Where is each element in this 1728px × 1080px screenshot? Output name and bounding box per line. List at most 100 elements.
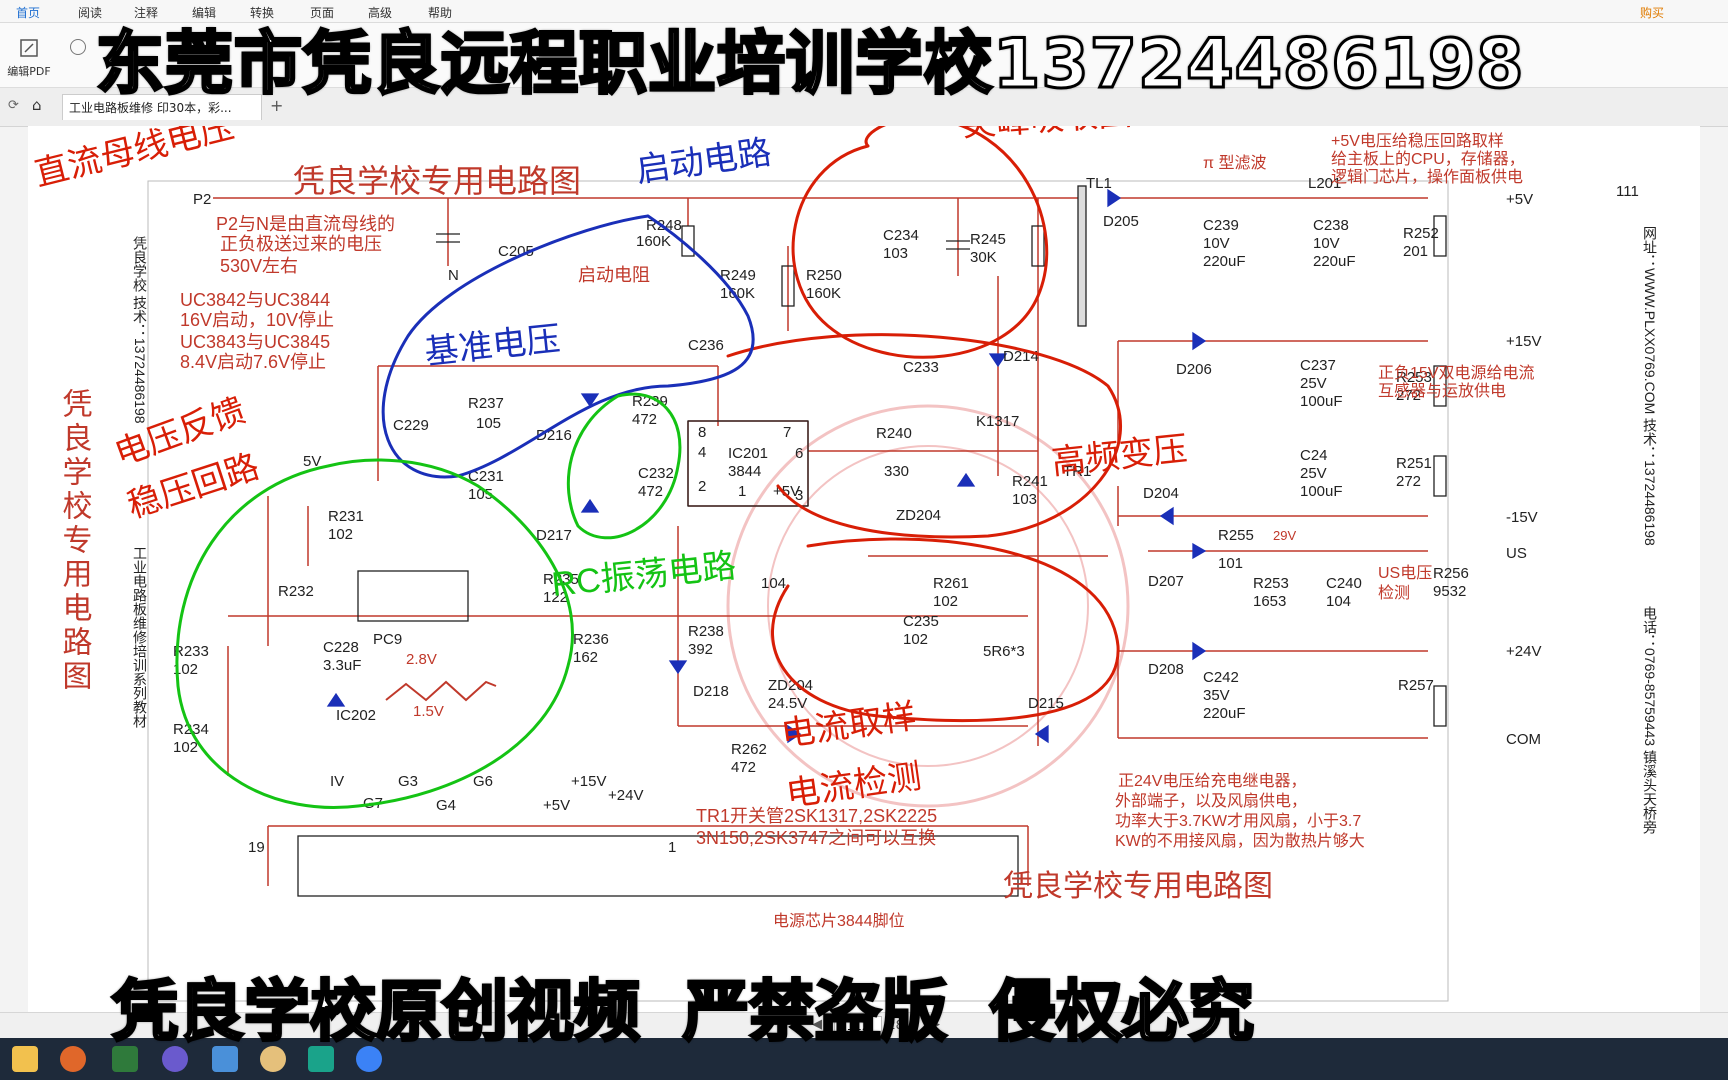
label-g3: G3 [398,773,418,790]
label-r239v: 472 [632,411,657,428]
label-d206: D206 [1176,361,1212,378]
label-c234v: 103 [883,245,908,262]
label-zd204v: 24.5V [768,695,807,712]
label-r252: R252 [1403,225,1439,242]
edit-pdf-button[interactable]: 编辑PDF [4,37,54,81]
label-d215: D215 [1028,695,1064,712]
label-r248v: 160K [636,233,671,250]
label-tl1: TL1 [1086,175,1112,192]
label-c242a: 35V [1203,687,1230,704]
media-player-icon[interactable] [60,1046,86,1072]
label-r252v: 201 [1403,243,1428,260]
label-tr1: TR1 [1063,463,1091,480]
label-r257: R257 [1398,677,1434,694]
right-vertical-text-2: 电话：0769-85759443 镇溪头天桥旁 [1642,606,1658,834]
label-r249: R249 [720,267,756,284]
label-r240v: 330 [884,463,909,480]
note-uc-4: 8.4V启动7.6V停止 [180,352,326,372]
label-d218: D218 [693,683,729,700]
label-r236: R236 [573,631,609,648]
pdf-page: P2 N C205 R248 160K R249 160K R250 160K … [28,92,1700,1012]
label-c233: C233 [903,359,939,376]
edit-pdf-label: 编辑PDF [7,65,51,78]
browser-app-icon[interactable] [356,1046,382,1072]
camera-app-icon[interactable] [162,1046,188,1072]
page-number-input[interactable]: 112 [834,1016,882,1036]
label-5r6: 5R6*3 [983,643,1025,660]
label-c230v: 104 [761,575,786,592]
label-pin2: 2 [698,478,706,495]
next-page-icon[interactable]: ▶ [930,1017,940,1032]
label-pin19: 19 [248,839,265,856]
label-r236v: 162 [573,649,598,666]
home-icon[interactable]: ⌂ [32,96,42,114]
label-5v-rail: +5V [1506,191,1533,208]
menu-read[interactable]: 阅读 [78,6,103,20]
schematic-title: 凭良学校专用电路图 [293,163,581,199]
tab-bar: ⟳ ⌂ 工业电路板维修 印30本，彩... + [0,88,1728,127]
label-n: N [448,267,459,284]
menu-edit[interactable]: 编辑 [192,6,217,20]
label-pin1: 1 [738,483,746,500]
label-r262: R262 [731,741,767,758]
buy-button[interactable]: 购买 [1640,6,1665,20]
note-uc-2: 16V启动，10V停止 [180,310,334,330]
label-c205: C205 [498,243,534,260]
toolbar: 编辑PDF [0,23,1728,88]
tab-document[interactable]: 工业电路板维修 印30本，彩... [62,94,262,120]
label-p2: P2 [193,191,211,208]
note-uc-3: UC3843与UC3845 [180,332,330,352]
label-r256v: 9532 [1433,583,1466,600]
menu-convert[interactable]: 转换 [250,6,275,20]
label-r235v: 122 [543,589,568,606]
label-c232v: 472 [638,483,663,500]
label-15v-rail: +15V [1506,333,1541,350]
label-pin4: 4 [698,444,706,461]
note-24v-3: 功率大于3.7KW才用风扇，小于3.7 [1115,812,1361,830]
label-zd204a: ZD204 [896,507,941,524]
note-24v-1: 正24V电压给充电继电器， [1118,772,1306,790]
menu-annotate[interactable]: 注释 [134,6,159,20]
label-c238b: 220uF [1313,253,1356,270]
label-r262v: 472 [731,759,756,776]
note-2-8v: 2.8V [406,651,437,668]
label-c232: C232 [638,465,674,482]
label-pin8: 8 [698,424,706,441]
note-p2n-2: 正负极送过来的电压 [220,234,382,254]
zoom-out-icon[interactable] [70,39,86,55]
note-us-1: US电压 [1378,564,1432,582]
image-app-icon[interactable] [212,1046,238,1072]
note-start-res: 启动电阻 [578,265,650,285]
label-c235: C235 [903,613,939,630]
menu-bar: 首页 阅读 注释 编辑 转换 页面 高级 帮助 购买 [0,0,1728,25]
label-r255: R255 [1218,527,1254,544]
label-pin3: 3 [795,487,803,504]
add-tab-icon[interactable]: + [270,96,284,115]
label-c238a: 10V [1313,235,1340,252]
paint-app-icon[interactable] [260,1046,286,1072]
notes-app-icon[interactable] [112,1046,138,1072]
note-5v-3: 逻辑门芯片，操作面板供电 [1331,168,1523,186]
label-pc9: PC9 [373,631,402,648]
note-chip: 电源芯片3844脚位 [773,912,905,930]
prev-page-icon[interactable]: ◀ [812,1017,822,1032]
menu-help[interactable]: 帮助 [428,6,453,20]
label-r245v: 30K [970,249,997,266]
label-c240v: 104 [1326,593,1351,610]
label-r234v: 102 [173,739,198,756]
page-total: 281 [888,1018,911,1032]
menu-advanced[interactable]: 高级 [368,6,393,20]
label-r261v: 102 [933,593,958,610]
file-explorer-icon[interactable] [12,1046,38,1072]
menu-page[interactable]: 页面 [310,6,335,20]
pdf-app-icon[interactable] [308,1046,334,1072]
label-15v-conn: +15V [571,773,606,790]
menu-home[interactable]: 首页 [16,4,41,25]
label-g6: G6 [473,773,493,790]
label-conn-pin1: 1 [668,839,676,856]
refresh-icon[interactable]: ⟳ [8,98,19,113]
note-uc-1: UC3842与UC3844 [180,290,330,310]
left-vertical-text: 工业电路板维修培训系列教材 [132,546,148,728]
label-l201: L201 [1308,175,1341,192]
label-com-rail: COM [1506,731,1541,748]
